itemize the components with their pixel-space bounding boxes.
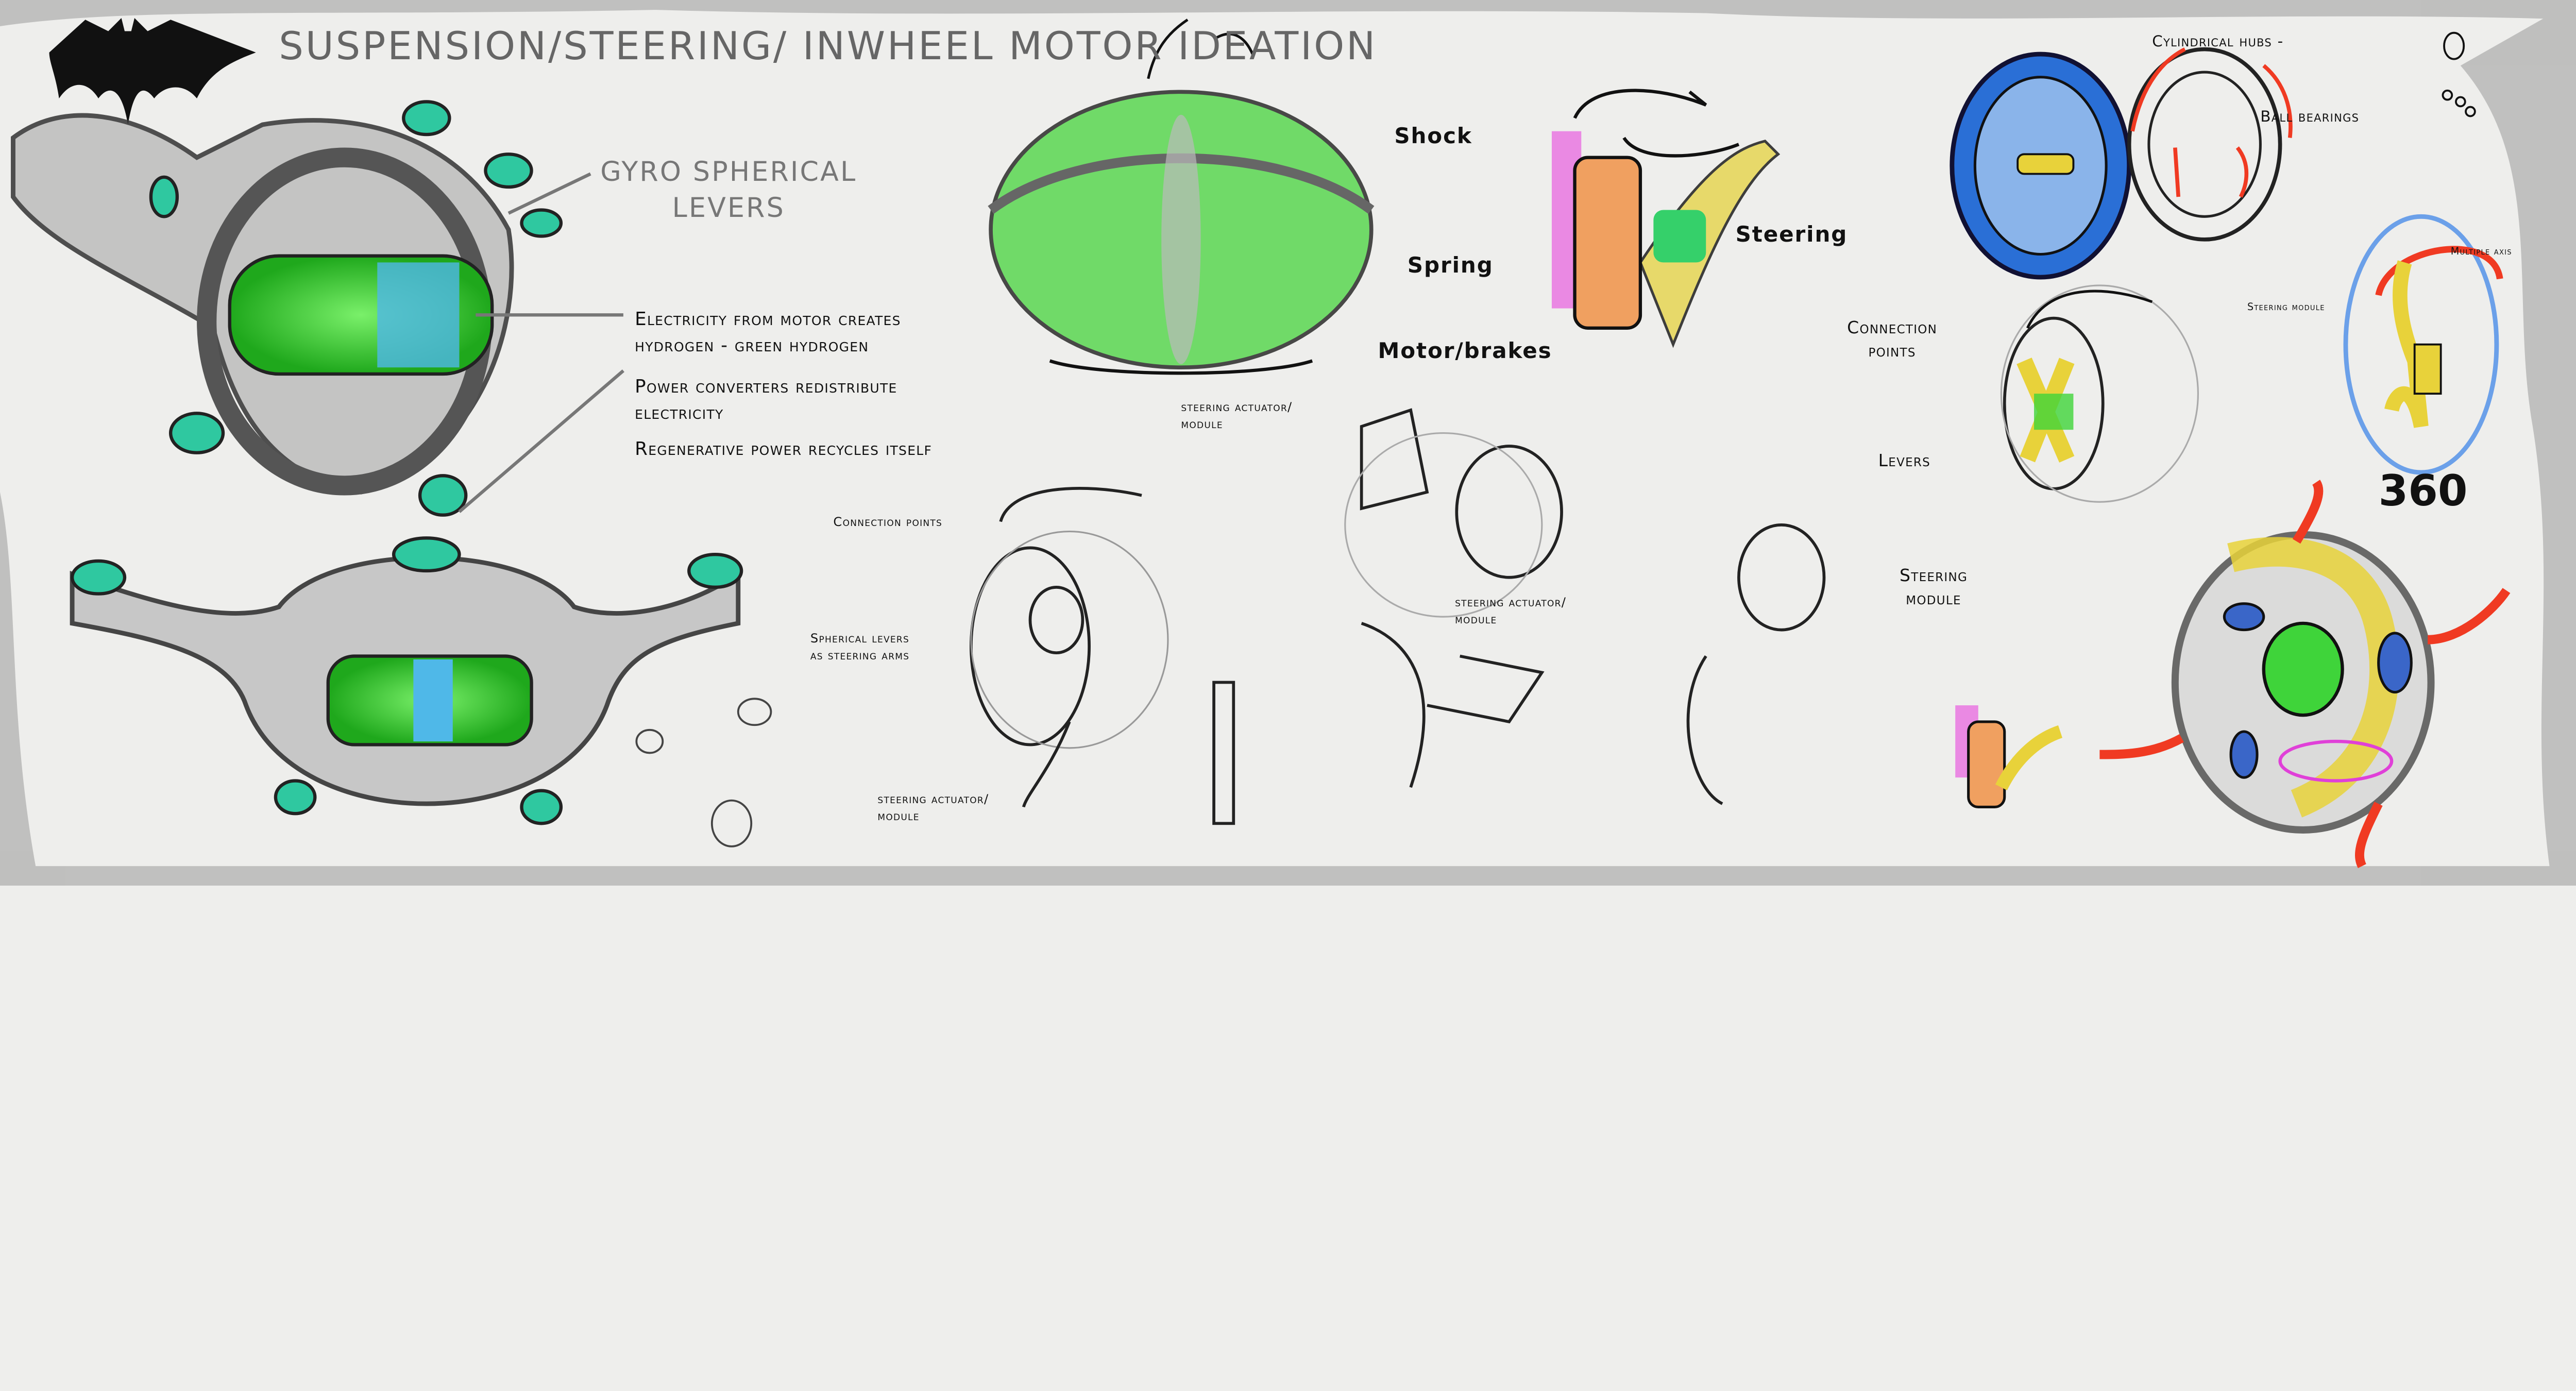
green-sketch-label: steering actuator/module	[1181, 399, 1292, 433]
label-line: module	[877, 808, 920, 823]
rotation-360-sphere	[2099, 480, 2511, 869]
shock-label: Shock	[1394, 123, 1472, 148]
note-line: hydrogen - green hydrogen	[635, 335, 869, 357]
note-power-converters: Power converters redistribute electricity	[635, 374, 897, 427]
note-line: Electricity from motor creates	[635, 309, 901, 330]
label-line: steering actuator/	[1181, 399, 1293, 414]
gyro-label-line: GYRO SPHERICAL	[600, 157, 857, 188]
ball-bearings-label: Ball bearings	[2260, 108, 2360, 126]
small-hub-sketch	[1955, 705, 2063, 809]
small-doodles	[635, 698, 772, 847]
label-line: points	[1868, 341, 1916, 361]
mid-actuator-label: steering actuator/module	[1455, 594, 1566, 628]
note-electricity: Electricity from motor creates hydrogen -…	[635, 307, 901, 359]
steering-label: Steering	[1735, 221, 1848, 247]
grunge-border	[0, 0, 2576, 886]
label-line: Spherical levers	[810, 631, 910, 646]
label-line: module	[1906, 588, 1961, 608]
motor-brakes-label: Motor/brakes	[1378, 337, 1552, 363]
note-line: Power converters redistribute	[635, 376, 897, 397]
leader-lines	[458, 172, 624, 513]
gyro-front-drawing	[70, 536, 743, 825]
shock-spring-hub	[1551, 89, 1781, 348]
note-regenerative: Regenerative power recycles itself	[635, 438, 933, 460]
label-line: as steering arms	[810, 648, 910, 663]
batman-logo	[49, 18, 256, 125]
label-line: Steering	[1899, 565, 1968, 586]
cylindrical-hubs-label: Cylindrical hubs -	[2152, 32, 2284, 50]
pencil-sketches	[970, 408, 1826, 825]
label-line: steering actuator/	[877, 791, 989, 806]
label-line: module	[1181, 416, 1223, 431]
levers-label: Levers	[1878, 450, 1931, 471]
note-line: electricity	[635, 402, 724, 423]
gyro-spherical-levers-label: GYRO SPHERICAL LEVERS	[600, 154, 857, 226]
label-line: Connection	[1847, 317, 1938, 338]
label-line: steering actuator/	[1455, 595, 1567, 609]
steering-actuator-label: steering actuator/module	[877, 791, 989, 825]
spring-label: Spring	[1407, 252, 1494, 278]
multiple-axis-module	[2343, 214, 2503, 475]
steering-module-small-label: Steering module	[2247, 301, 2325, 313]
levers-sketch	[2000, 284, 2199, 503]
spherical-levers-label: Spherical levers as steering arms	[810, 630, 909, 664]
label-line: module	[1455, 612, 1497, 626]
gyro-motor-drawing	[11, 100, 563, 517]
blue-wheel	[1950, 52, 2132, 280]
gyro-label-line: LEVERS	[672, 193, 785, 224]
green-petal-sphere	[988, 19, 1375, 375]
ball-bearing-ring	[2127, 31, 2476, 242]
connection-points-label: Connection points	[833, 514, 943, 529]
rotation-360-label: 360	[2378, 466, 2468, 516]
connection-points-right-label: Connection points	[1847, 316, 1937, 362]
page-title: SUSPENSION/STEERING/ INWHEEL MOTOR IDEAT…	[279, 23, 1378, 69]
multiple-axis-label: Multiple axis	[2450, 245, 2512, 258]
sketch-board	[0, 0, 2576, 886]
